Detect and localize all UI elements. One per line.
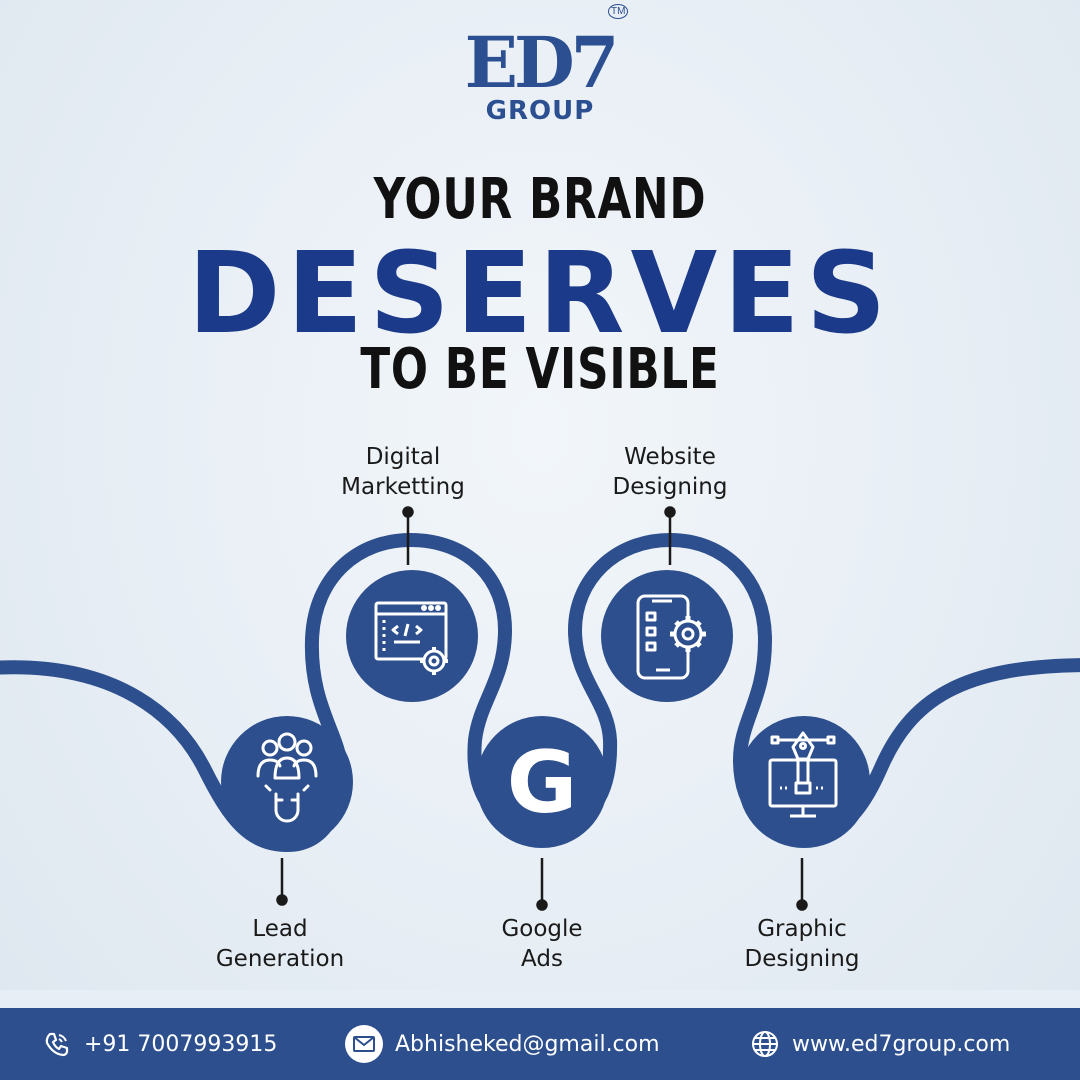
people-magnet-icon xyxy=(256,732,318,823)
service-label-website-designing: Website Designing xyxy=(570,442,770,502)
headline-line1: YOUR BRAND xyxy=(373,167,707,232)
google-ads-circle xyxy=(476,716,608,848)
service-label-line: Designing xyxy=(744,946,860,972)
service-label-line: Designing xyxy=(612,474,728,500)
footer-divider xyxy=(0,990,1080,1008)
connector-lines xyxy=(276,506,808,911)
service-label-line: Marketting xyxy=(341,474,465,500)
service-label-digital-marketing: Digital Marketting xyxy=(303,442,503,502)
headline-line3: TO BE VISIBLE xyxy=(360,337,720,402)
service-label-line: Digital xyxy=(365,444,441,470)
phone-icon xyxy=(42,1029,72,1059)
contact-footer: +91 7007993915 Abhisheked@gmail.com www.… xyxy=(0,1008,1080,1080)
phone-number: +91 7007993915 xyxy=(84,1031,278,1057)
contact-phone[interactable]: +91 7007993915 xyxy=(42,1008,277,1080)
contact-email[interactable]: Abhisheked@gmail.com xyxy=(345,1008,660,1080)
service-label-line: Google xyxy=(501,916,583,942)
code-window-gear-icon xyxy=(374,601,448,675)
service-label-google-ads: Google Ads xyxy=(442,914,642,974)
service-label-line: Graphic xyxy=(757,916,847,942)
service-label-line: Generation xyxy=(215,946,345,972)
website-designing-circle xyxy=(601,570,733,702)
email-address: Abhisheked@gmail.com xyxy=(395,1031,660,1057)
contact-website[interactable]: www.ed7group.com xyxy=(750,1008,1010,1080)
service-label-line: Lead xyxy=(252,916,308,942)
logo-wordmark: ED7 xyxy=(464,21,620,104)
phone-gear-icon xyxy=(636,594,706,680)
service-label-line: Website xyxy=(624,444,716,470)
google-g-icon: G xyxy=(507,733,578,833)
service-label-line: Ads xyxy=(521,946,563,972)
digital-marketing-circle xyxy=(346,570,478,702)
service-label-lead-generation: Lead Generation xyxy=(180,914,380,974)
brand-logo: ED7 GROUP xyxy=(0,21,1080,126)
globe-icon xyxy=(750,1029,780,1059)
trademark-badge: TM xyxy=(608,4,629,19)
logo-subtitle: GROUP xyxy=(485,96,595,126)
website-url: www.ed7group.com xyxy=(792,1031,1011,1057)
service-label-graphic-designing: Graphic Designing xyxy=(702,914,902,974)
email-icon xyxy=(345,1025,383,1063)
lead-generation-circle xyxy=(221,716,353,848)
headline-line2: DESERVES xyxy=(187,229,893,359)
pen-tool-monitor-icon xyxy=(768,731,838,818)
